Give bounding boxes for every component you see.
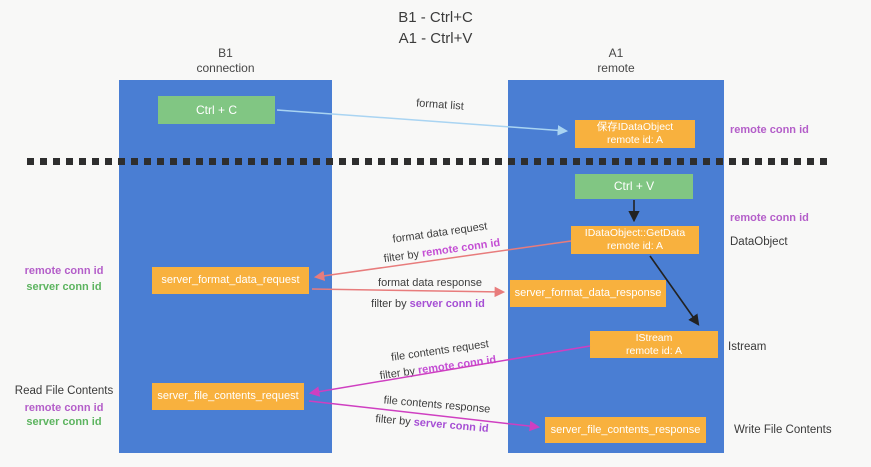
- filter-server-conn-id: server conn id: [413, 416, 490, 435]
- node-keep-line2: remote id: A: [606, 134, 664, 146]
- label-remote-conn-id-right-top: remote conn id: [730, 124, 809, 136]
- title-line-1: B1 - Ctrl+C: [398, 9, 473, 26]
- node-keep-line1: 保存IDataObject: [596, 121, 674, 133]
- page-title: B1 - Ctrl+C A1 - Ctrl+V: [0, 7, 871, 49]
- label-format-list: format list: [415, 97, 465, 113]
- label-remote-conn-id-right-mid: remote conn id: [730, 212, 809, 224]
- node-format-response: server_format_data_response: [510, 280, 666, 307]
- node-istream-line2: remote id: A: [625, 344, 683, 357]
- label-format-data-response: format data response: [378, 277, 482, 289]
- filter-by-text: filter by: [371, 298, 410, 310]
- node-ctrl-v: Ctrl + V: [575, 174, 693, 199]
- node-ctrl-v-label: Ctrl + V: [613, 179, 655, 193]
- label-write-file-contents: Write File Contents: [734, 424, 832, 436]
- node-file-response-label: server_file_contents_response: [550, 423, 701, 436]
- lane-a1-name: A1: [608, 46, 624, 60]
- node-file-request-label: server_file_contents_request: [157, 390, 299, 402]
- node-format-request: server_format_data_request: [152, 267, 309, 294]
- lane-a1-subtitle: remote: [597, 61, 635, 75]
- node-file-response: server_file_contents_response: [545, 417, 706, 443]
- filter-by-text: filter by: [374, 413, 415, 429]
- node-keep-idataobject: 保存IDataObject remote id: A: [575, 120, 695, 148]
- node-format-request-label: server_format_data_request: [161, 274, 300, 286]
- label-read-file-contents: Read File Contents: [14, 385, 114, 397]
- node-file-request: server_file_contents_request: [152, 383, 304, 410]
- node-getdata-line2: remote id: A: [606, 240, 664, 252]
- lane-b1-header: B1 connection: [119, 46, 332, 76]
- label-remote-conn-id-left-mid: remote conn id: [24, 265, 104, 277]
- node-format-response-label: server_format_data_response: [514, 287, 662, 299]
- node-istream: IStream remote id: A: [590, 331, 718, 358]
- lane-a1-header: A1 remote: [508, 46, 724, 76]
- filter-remote-conn-id: remote conn id: [421, 236, 501, 260]
- label-istream: Istream: [728, 341, 767, 353]
- node-getdata: IDataObject::GetData remote id: A: [571, 226, 699, 254]
- filter-by-text: filter by: [383, 247, 423, 266]
- label-server-conn-id-left-bottom: server conn id: [26, 416, 102, 428]
- title-line-2: A1 - Ctrl+V: [398, 30, 473, 47]
- label-filter-by-server-1: filter by server conn id: [338, 298, 518, 310]
- lane-b1-name: B1: [218, 46, 233, 60]
- arrow-format-data-response: [311, 286, 506, 298]
- label-dataobject: DataObject: [730, 236, 788, 248]
- filter-server-conn-id: server conn id: [409, 298, 485, 310]
- dashed-separator: [27, 158, 830, 165]
- filter-by-text: filter by: [379, 364, 419, 383]
- label-remote-conn-id-left-bottom: remote conn id: [24, 402, 104, 414]
- node-ctrl-c: Ctrl + C: [158, 96, 275, 124]
- node-istream-line1: IStream: [635, 331, 673, 344]
- node-ctrl-c-label: Ctrl + C: [195, 102, 237, 117]
- label-server-conn-id-left-mid: server conn id: [26, 281, 102, 293]
- lane-b1-subtitle: connection: [196, 61, 255, 75]
- node-getdata-line1: IDataObject::GetData: [584, 227, 686, 239]
